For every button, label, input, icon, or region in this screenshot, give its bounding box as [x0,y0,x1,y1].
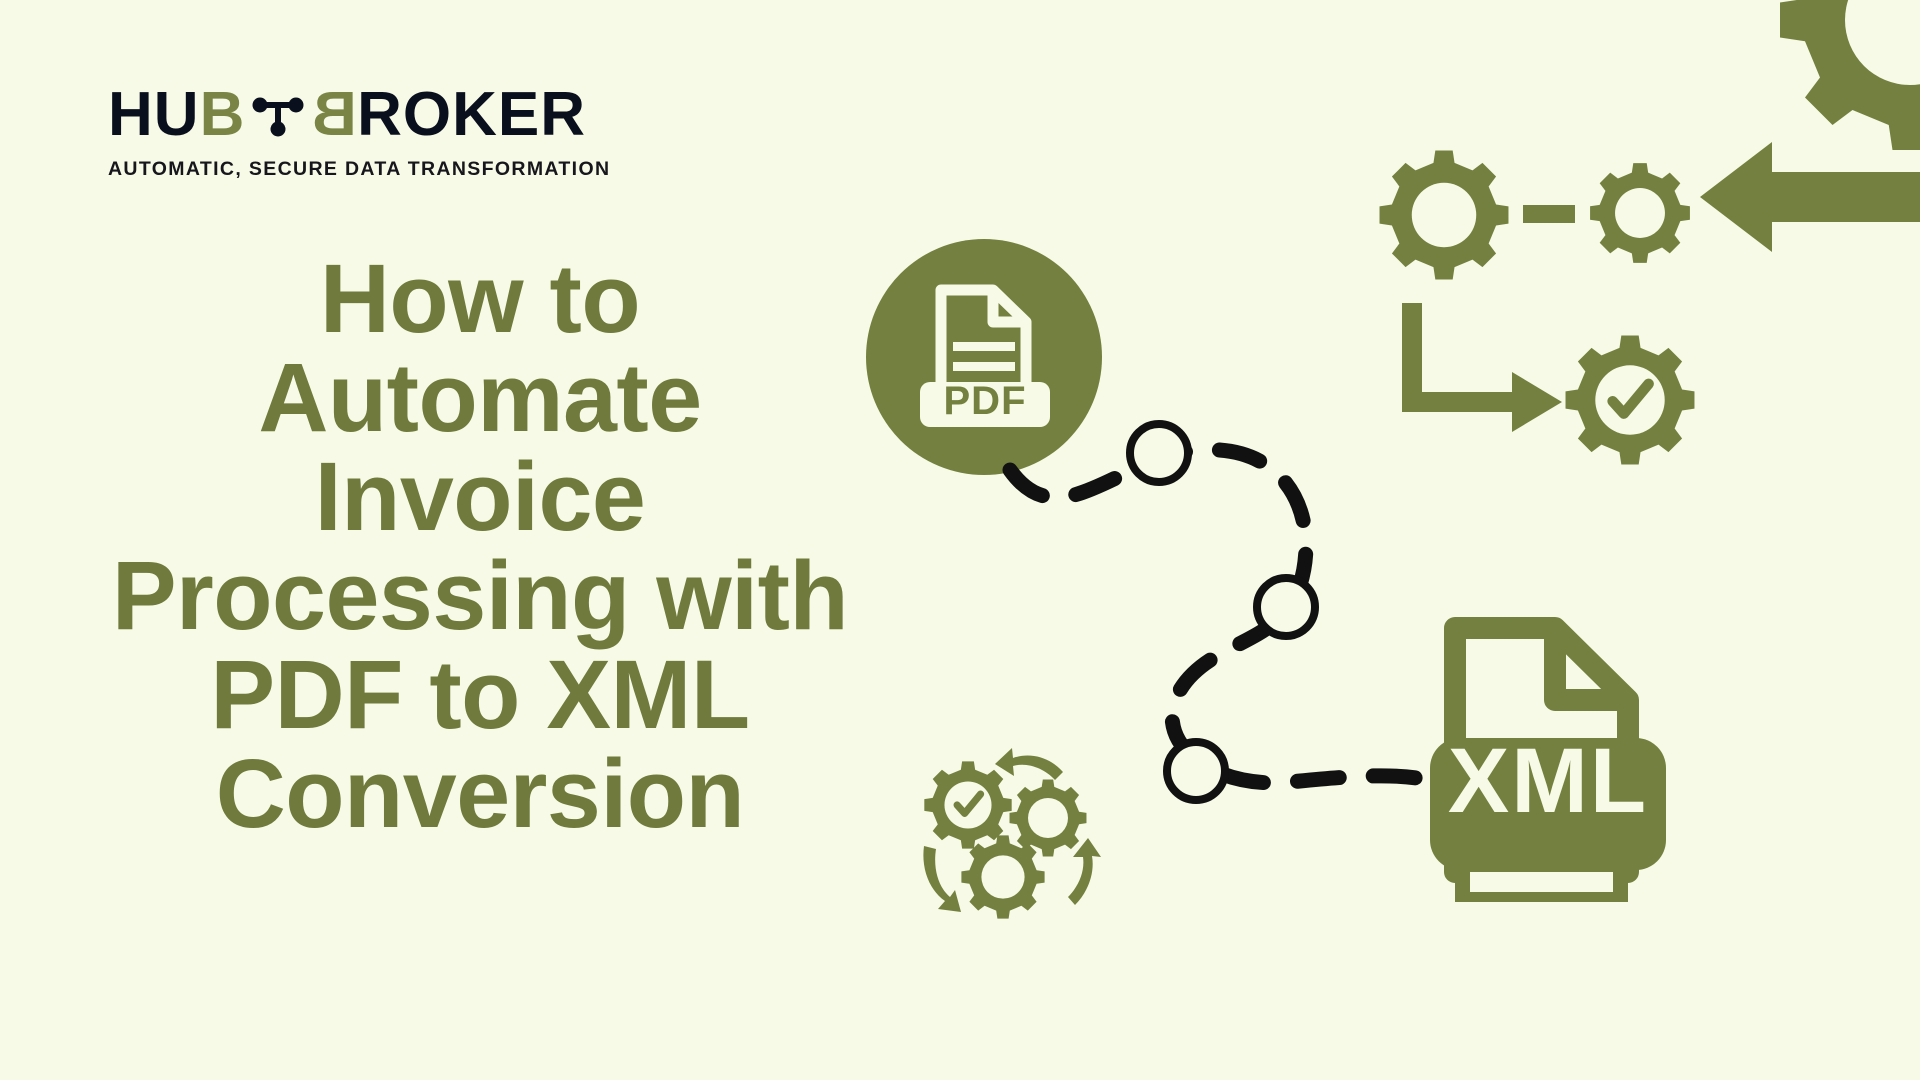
headline-line-5: PDF to XML [210,639,750,749]
node-network-icon [252,97,304,137]
gear-plain [1009,779,1087,857]
gear-corner-icon [1780,0,1920,150]
logo-text-b-first: B [199,80,246,149]
gears-workflow-icon [1379,150,1695,465]
gears-cycle-icon [923,748,1101,919]
logo-text-hu: HU [108,80,200,149]
logo-wordmark: HU B B ROKER [108,80,688,149]
gear-plain [961,835,1045,919]
headline-line-1: How to [319,244,641,353]
gear-large [1379,150,1509,280]
curved-arrow [1068,838,1101,905]
headline-line-6: Conversion [215,738,745,848]
hubbroker-logo: HU B B ROKER AUTOMATIC, SECURE DATA TRAN… [108,80,688,181]
flow-node [1253,574,1319,640]
curved-arrow [923,846,961,912]
xml-file-icon: XML [1430,617,1666,902]
headline-line-4: Processing with [111,540,849,650]
gear-check-icon [1565,335,1695,465]
xml-badge-label: XML [1448,730,1648,832]
headline-line-2: Automate [258,342,702,452]
flow-node [1163,738,1229,804]
headline-line-3: Invoice [314,441,646,551]
flow-node [1126,420,1192,486]
page-title: How to Automate Invoice Processing with … [100,244,860,848]
logo-text-roker: ROKER [357,80,587,149]
pdf-file-icon: PDF [866,239,1102,475]
pdf-badge-label: PDF [944,379,1027,423]
gear-small [1590,163,1690,263]
gear-check-icon [924,761,1012,849]
dashed-flow-path [1002,420,1463,804]
connector-dash [1523,205,1575,223]
arrow-left-icon [1700,142,1920,252]
logo-tagline: AUTOMATIC, SECURE DATA TRANSFORMATION [108,158,611,180]
elbow-arrow [1402,303,1562,432]
curved-arrow [995,748,1063,780]
